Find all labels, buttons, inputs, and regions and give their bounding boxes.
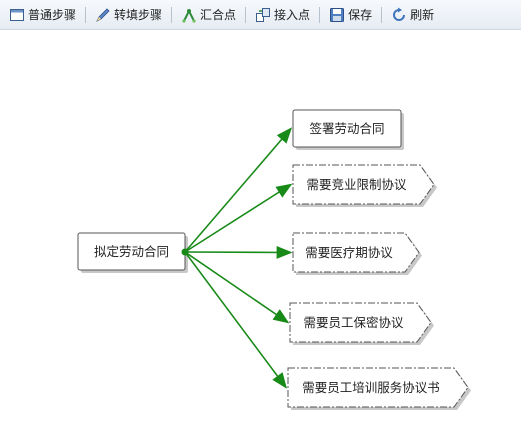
condition-node-label: 需要员工培训服务协议书 — [302, 379, 440, 395]
target-node[interactable] — [292, 109, 402, 148]
normal-step-label: 普通步骤 — [28, 8, 77, 22]
toolbar-divider — [319, 6, 321, 23]
connector-arrow — [184, 251, 287, 389]
refresh-button[interactable]: 刷新 — [386, 4, 439, 26]
condition-node-label: 需要竞业限制协议 — [306, 176, 407, 192]
condition-node[interactable] — [292, 232, 420, 273]
condition-node[interactable] — [292, 164, 435, 205]
connector-arrow — [184, 127, 293, 253]
window-icon — [9, 7, 25, 23]
transfer-step-label: 转填步骤 — [114, 8, 163, 22]
save-icon — [329, 7, 345, 23]
condition-node[interactable] — [289, 302, 432, 343]
condition-node-label: 需要医疗期协议 — [305, 244, 393, 260]
condition-node-label: 需要员工保密协议 — [303, 314, 404, 330]
merge-icon — [181, 7, 197, 23]
connector-arrow — [184, 246, 293, 259]
toolbar-divider — [85, 6, 87, 23]
source-node-label: 拟定劳动合同 — [93, 243, 169, 259]
flow-diagram — [77, 109, 471, 410]
access-point-icon — [255, 7, 271, 23]
toolbar-divider — [171, 6, 173, 23]
toolbar-divider — [245, 6, 247, 23]
connector-origin-dot — [181, 248, 189, 256]
target-node-label: 签署劳动合同 — [309, 120, 385, 136]
merge-point-button[interactable]: 汇合点 — [176, 4, 241, 26]
refresh-icon — [391, 7, 407, 23]
normal-step-button[interactable]: 普通步骤 — [4, 4, 81, 26]
save-button[interactable]: 保存 — [324, 4, 377, 26]
toolbar: 普通步骤 转填步骤 汇合点 接入点 保存 刷新 — [0, 0, 521, 30]
connector-arrow — [184, 251, 290, 324]
connector-arrow — [184, 183, 293, 253]
access-point-label: 接入点 — [274, 8, 311, 22]
condition-node[interactable] — [287, 367, 469, 408]
pen-icon — [95, 7, 111, 23]
toolbar-divider — [381, 6, 383, 23]
access-point-button[interactable]: 接入点 — [250, 4, 315, 26]
flow-canvas: 拟定劳动合同 签署劳动合同需要竞业限制协议需要医疗期协议需要员工保密协议需要员工培… — [0, 30, 521, 425]
transfer-step-button[interactable]: 转填步骤 — [90, 4, 167, 26]
save-label: 保存 — [348, 8, 373, 22]
merge-point-label: 汇合点 — [200, 8, 237, 22]
refresh-label: 刷新 — [410, 8, 435, 22]
